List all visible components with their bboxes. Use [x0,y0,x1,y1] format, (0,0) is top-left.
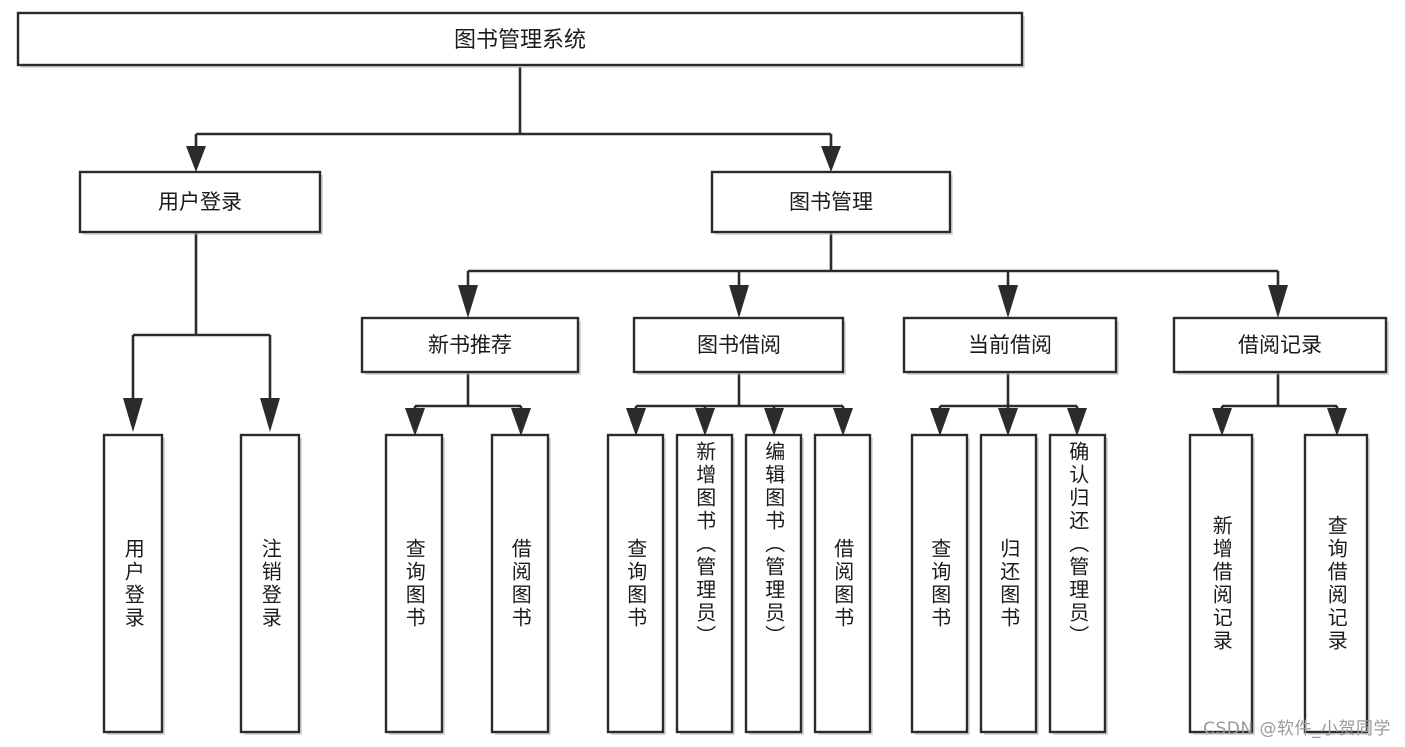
node-borrow-record-label: 借阅记录 [1238,333,1322,357]
node-book-manage-label: 图书管理 [789,190,873,214]
arrowhead-user-login [186,146,206,172]
node-leaf-return-book-box[interactable] [979,433,1038,734]
arrowhead-current-borrow [998,285,1018,318]
arrowhead-leaf-add-book [695,408,715,436]
node-leaf-query-book-3-box[interactable] [910,433,969,734]
arrowhead-new-book-rec [458,285,478,318]
node-borrow-record-box[interactable] [1172,316,1388,374]
node-leaf-query-book-1-box[interactable] [384,433,444,734]
node-new-book-rec-box[interactable] [360,316,580,374]
node-leaf-add-record-box[interactable] [1188,433,1254,734]
node-new-book-rec-label: 新书推荐 [428,333,512,357]
node-root-box[interactable] [16,11,1024,67]
arrowhead-leaf-user-login [123,398,143,432]
arrowhead-leaf-borrow-book-2 [833,408,853,436]
arrowhead-leaf-query-book-3 [930,408,950,436]
arrowhead-leaf-confirm-return [1067,408,1087,436]
arrowhead-leaf-borrow-book-1 [511,408,531,436]
arrowhead-borrow-record [1268,285,1288,318]
csdn-watermark: CSDN @软件_小贺同学 [1203,719,1391,739]
arrowhead-leaf-query-book-1 [405,408,425,436]
node-leaf-logout-box[interactable] [239,433,301,734]
node-layer: 图书管理系统 用户登录 图书管理 新书推荐 图书借阅 当前借阅 借阅记录 [16,11,1389,735]
arrowhead-leaf-return-book [998,408,1018,436]
node-current-borrow-box[interactable] [902,316,1118,374]
node-user-login-box[interactable] [78,170,322,234]
node-leaf-borrow-book-1-box[interactable] [490,433,550,734]
node-book-borrow-label: 图书借阅 [697,333,781,357]
node-leaf-query-record-box[interactable] [1303,433,1369,734]
arrowhead-book-borrow [729,285,749,318]
node-leaf-edit-book-box[interactable] [744,433,803,734]
arrowhead-leaf-add-record [1212,408,1232,436]
arrowhead-leaf-logout [260,398,280,432]
node-book-borrow-box[interactable] [632,316,845,374]
arrowhead-leaf-query-book-2 [626,408,646,436]
arrowhead-leaf-query-record [1327,408,1347,436]
node-leaf-borrow-book-2-box[interactable] [813,433,872,734]
arrowhead-leaf-edit-book [764,408,784,436]
node-book-manage-box[interactable] [710,170,952,234]
node-leaf-user-login-box[interactable] [102,433,164,734]
node-leaf-query-book-2-box[interactable] [606,433,665,734]
node-current-borrow-label: 当前借阅 [968,333,1052,357]
node-root-label: 图书管理系统 [454,28,586,53]
connector-layer [123,67,1347,436]
node-leaf-add-book-box[interactable] [675,433,734,734]
node-user-login-label: 用户登录 [158,190,242,214]
arrowhead-book-manage [821,146,841,172]
node-leaf-confirm-return-box[interactable] [1048,433,1107,734]
